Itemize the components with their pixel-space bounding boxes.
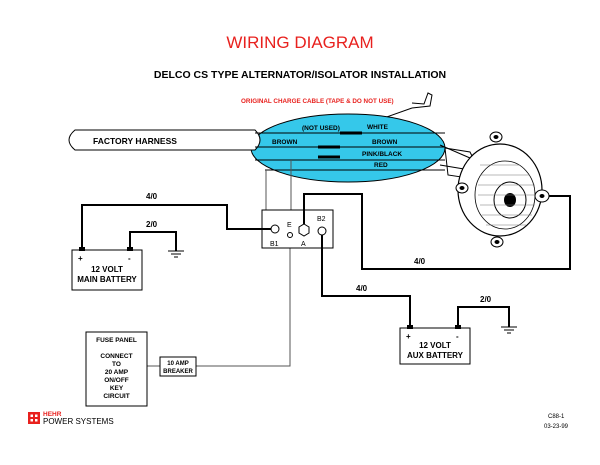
fuse-panel-line: 20 AMP <box>105 369 129 376</box>
terminal-e-label: E <box>287 222 292 229</box>
breaker <box>159 356 197 377</box>
breaker-line2: BREAKER <box>163 369 193 375</box>
aux-battery-line2: AUX BATTERY <box>407 351 464 360</box>
fuse-panel-title: FUSE PANEL <box>96 337 137 344</box>
factory-harness-label: FACTORY HARNESS <box>93 136 177 146</box>
main-positive-cable <box>81 204 271 250</box>
aux-ground-cable <box>457 306 510 328</box>
aux-battery-plus: + <box>406 332 411 341</box>
terminal-a <box>298 223 310 237</box>
alternator-illustration <box>455 131 550 248</box>
aux-positive-gauge: 4/0 <box>356 284 368 293</box>
terminal-a-label: A <box>301 241 306 248</box>
doc-date: 03-23-99 <box>544 424 569 430</box>
terminal-b2-label: B2 <box>317 216 326 223</box>
diagram-subtitle: DELCO CS TYPE ALTERNATOR/ISOLATOR INSTAL… <box>154 69 446 81</box>
factory-harness-sleeve <box>68 129 261 151</box>
wire-brown-right-label: BROWN <box>372 139 398 146</box>
harness-junction-ellipse <box>250 113 446 183</box>
brand-subtitle: POWER SYSTEMS <box>43 417 114 426</box>
aux-battery-minus: - <box>456 332 459 341</box>
fuse-panel-line: TO <box>112 361 121 368</box>
aux-battery <box>399 327 471 365</box>
terminal-b1 <box>270 224 280 234</box>
terminal-b2 <box>317 226 327 236</box>
main-positive-gauge: 4/0 <box>146 192 158 201</box>
fuse-panel-line: ON/OFF <box>104 377 129 384</box>
fuse-panel-line: CONNECT <box>100 353 132 360</box>
wire-red-label: RED <box>374 162 388 169</box>
aux-battery-neg-post <box>455 325 461 329</box>
main-battery-line2: MAIN BATTERY <box>77 275 137 284</box>
main-battery-pos-post <box>79 247 85 251</box>
fuse-panel-line: CIRCUIT <box>103 393 129 400</box>
diagram-title: WIRING DIAGRAM <box>226 33 373 52</box>
aux-ground-gauge: 2/0 <box>480 295 492 304</box>
main-battery-line1: 12 VOLT <box>91 265 123 274</box>
e-to-breaker-wire <box>196 236 291 367</box>
wire-not-used-label: (NOT USED) <box>302 125 340 132</box>
harness-wires <box>255 131 445 171</box>
main-battery <box>71 249 143 291</box>
brand-name: HEHR <box>43 411 62 418</box>
fuse-panel-line: KEY <box>110 385 124 392</box>
main-battery-plus: + <box>78 254 83 263</box>
fuse-panel <box>85 331 148 407</box>
original-cable-end <box>411 92 433 109</box>
original-cable-note: ORIGINAL CHARGE CABLE (TAPE & DO NOT USE… <box>241 98 394 105</box>
alternator-gauge: 4/0 <box>414 257 426 266</box>
main-ground-gauge: 2/0 <box>146 220 158 229</box>
main-ground-cable <box>129 231 177 251</box>
main-battery-neg-post <box>127 247 133 251</box>
main-ground-symbol <box>168 250 184 258</box>
breaker-line1: 10 AMP <box>167 361 188 367</box>
wire-brown-left-label: BROWN <box>272 139 298 146</box>
terminal-e <box>287 232 293 238</box>
aux-positive-cable <box>321 235 411 328</box>
aux-battery-pos-post <box>407 325 413 329</box>
wire-pink-black-label: PINK/BLACK <box>362 151 402 158</box>
hehr-logo-icon <box>28 412 40 424</box>
wire-white-label: WHITE <box>367 124 389 131</box>
aux-ground-symbol <box>501 326 517 334</box>
aux-battery-line1: 12 VOLT <box>419 341 451 350</box>
alternator-cable <box>303 193 571 270</box>
main-battery-minus: - <box>128 254 131 263</box>
terminal-b1-label: B1 <box>270 241 279 248</box>
doc-code: C88-1 <box>548 414 565 420</box>
